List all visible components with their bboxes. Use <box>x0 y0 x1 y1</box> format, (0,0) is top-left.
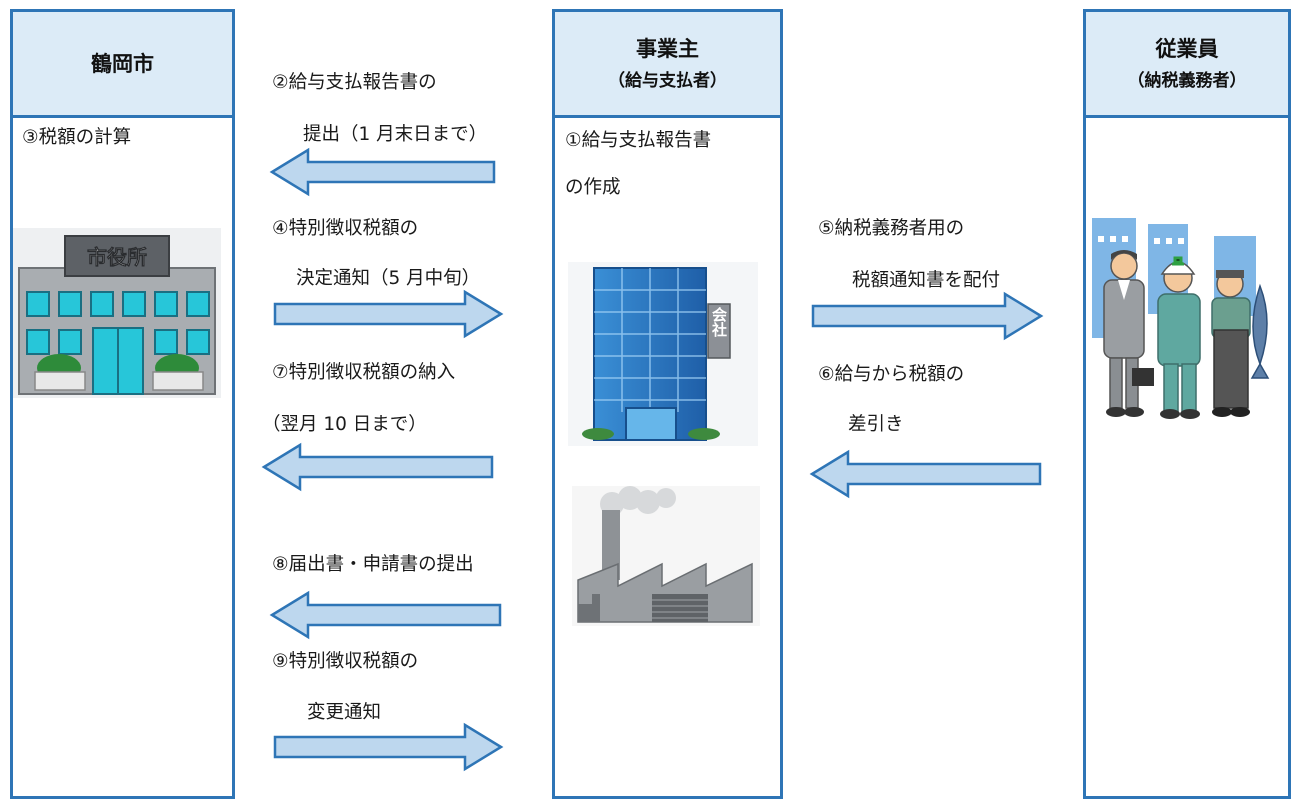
construction-worker <box>1157 256 1201 419</box>
step2-label-line1: ②給与支払報告書の <box>272 72 437 93</box>
city-hall-windows <box>26 291 210 355</box>
step6-left-arrow-shape <box>809 449 1042 499</box>
step8-left-arrow-shape <box>269 590 502 640</box>
workers-illustration <box>1090 208 1288 426</box>
factory-illustration <box>572 486 760 626</box>
city-header: 鶴岡市 <box>13 12 232 118</box>
employer-header: 事業主 （給与支払者） <box>555 12 780 118</box>
step8-left-arrow <box>269 590 502 640</box>
step7-left-arrow <box>261 442 494 492</box>
step5-right-arrow-shape <box>811 291 1044 341</box>
city-column: 鶴岡市 <box>10 9 235 799</box>
city-hall-sign-text: 市役所 <box>87 245 147 269</box>
city-hall-illustration: 市役所 <box>13 228 221 398</box>
employee-header: 従業員 （納税義務者） <box>1086 12 1288 118</box>
step6-label-line2: 差引き <box>848 414 904 435</box>
step6-left-arrow <box>809 449 1042 499</box>
city-hall-planters <box>34 354 204 391</box>
company-sign-board <box>707 303 731 359</box>
step9-right-arrow-shape <box>273 722 504 772</box>
step2-left-arrow <box>269 147 496 197</box>
employer-title: 事業主 <box>636 36 699 61</box>
step7-label-line1: ⑦特別徴収税額の納入 <box>272 362 456 383</box>
step1-label-line1: ①給与支払報告書 <box>565 130 712 151</box>
step4-right-arrow-shape <box>273 289 504 339</box>
office-building-illustration: 会社 <box>568 262 758 446</box>
employee-subtitle: （納税義務者） <box>1127 70 1247 91</box>
step5-label-line1: ⑤納税義務者用の <box>818 218 965 239</box>
step9-label-line2: 変更通知 <box>307 702 382 723</box>
step5-label-line2: 税額通知書を配付 <box>852 270 1001 291</box>
step9-right-arrow <box>273 722 504 772</box>
step4-right-arrow <box>273 289 504 339</box>
step7-label-line2: （翌月 10 日まで） <box>262 414 427 435</box>
businessman <box>1103 250 1154 417</box>
factory-body <box>577 562 753 623</box>
step6-label-line1: ⑥給与から税額の <box>818 364 965 385</box>
step3-label: ③税額の計算 <box>22 127 132 148</box>
step4-label-line1: ④特別徴収税額の <box>272 218 419 239</box>
step1-label-line2: の作成 <box>565 177 621 198</box>
step2-left-arrow-shape <box>269 147 496 197</box>
step8-label: ⑧届出書・申請書の提出 <box>272 554 474 575</box>
fisherman <box>1211 270 1270 417</box>
step2-label-line2: 提出（1 月末日まで） <box>303 124 488 145</box>
company-sign-text: 会社 <box>710 306 728 338</box>
step5-right-arrow <box>811 291 1044 341</box>
step9-label-line1: ⑨特別徴収税額の <box>272 651 419 672</box>
employer-subtitle: （給与支払者） <box>608 70 727 91</box>
city-title: 鶴岡市 <box>91 51 154 76</box>
employee-title: 従業員 <box>1155 36 1219 61</box>
step7-left-arrow-shape <box>261 442 494 492</box>
step4-label-line2: 決定通知（5 月中旬） <box>296 268 481 289</box>
